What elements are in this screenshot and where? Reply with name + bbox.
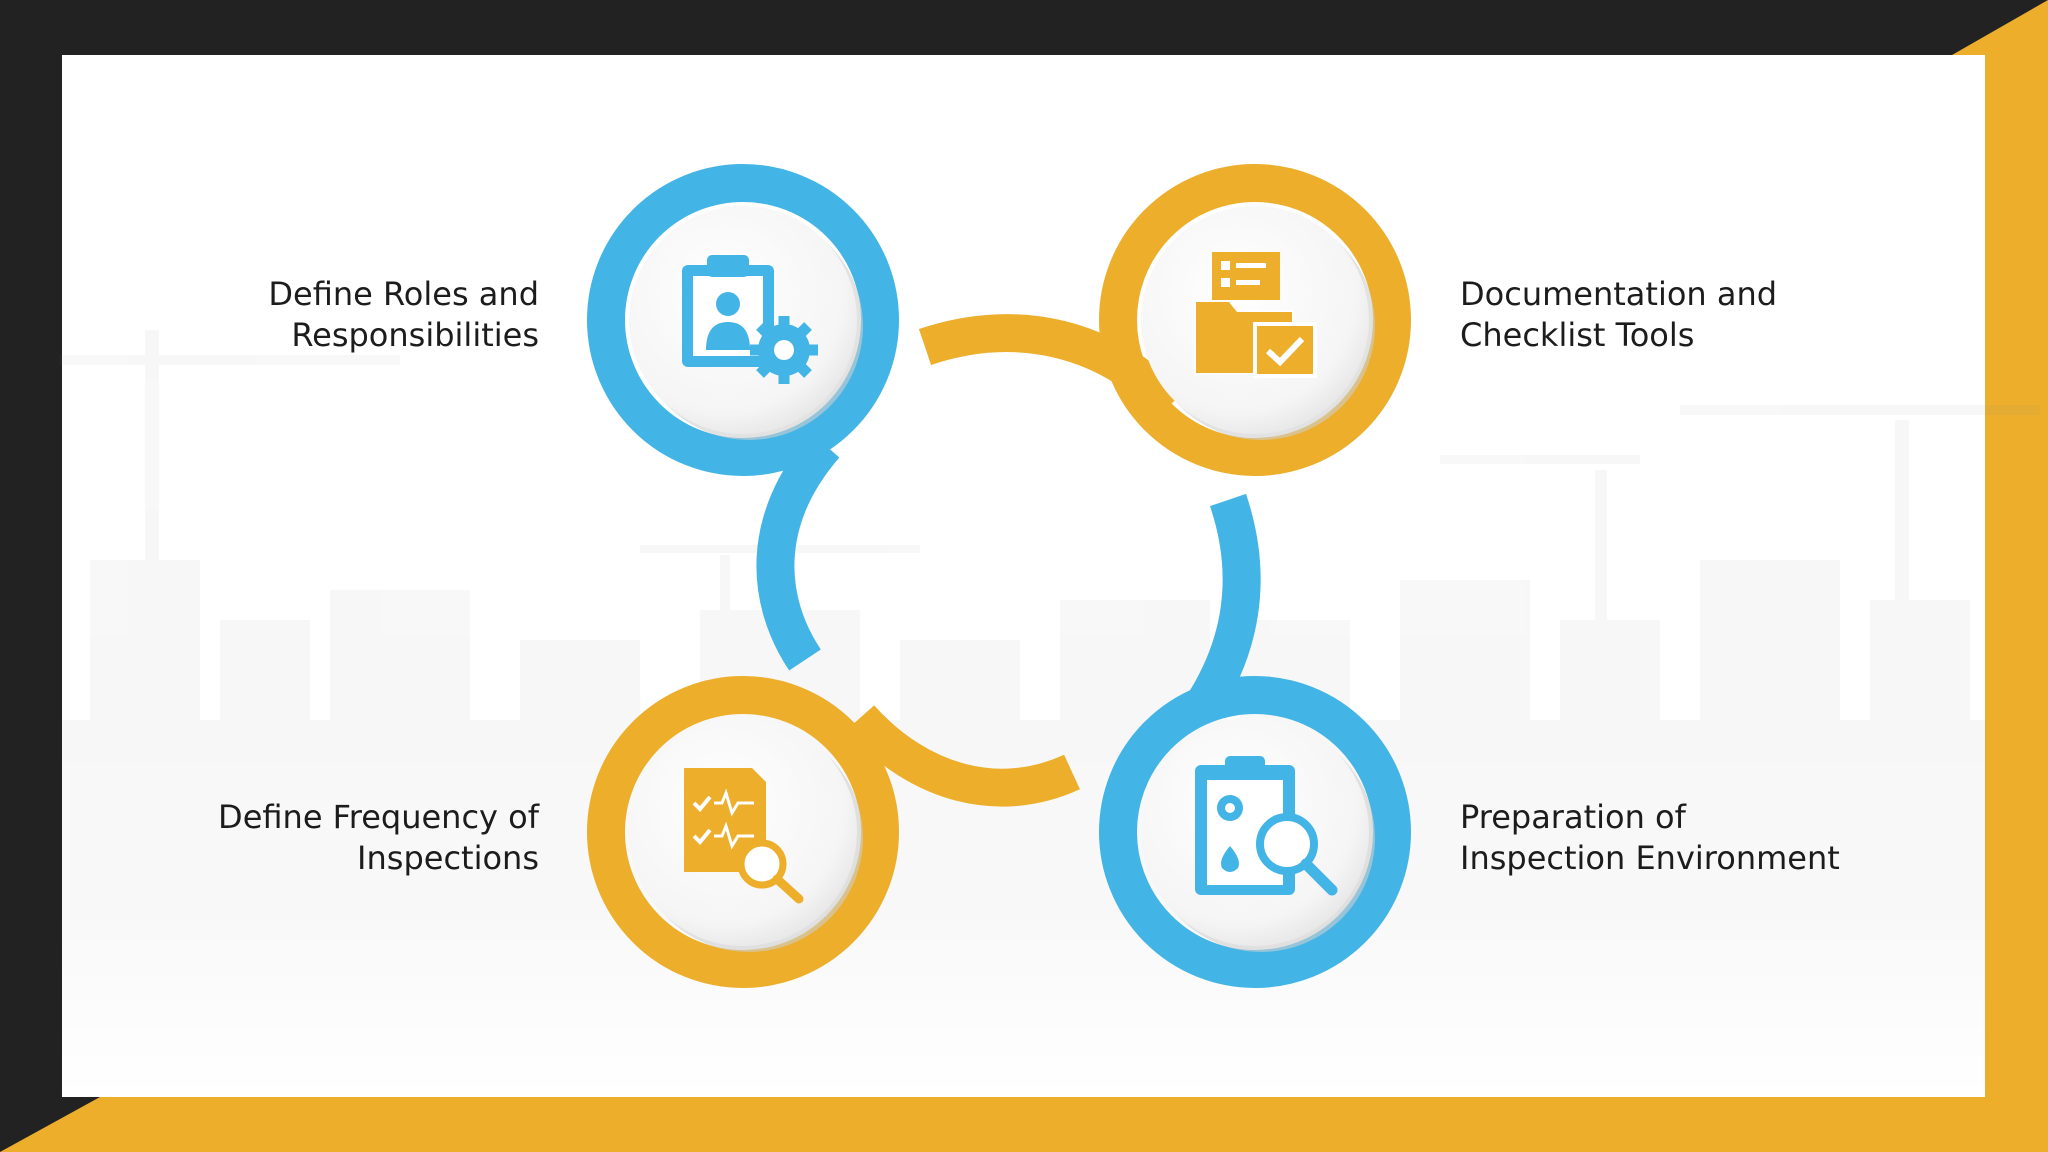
gold-band-bottom	[0, 1097, 2048, 1152]
step-frequency-line-1: Define Frequency of	[218, 798, 539, 836]
step-documentation-line-2: Checklist Tools	[1460, 316, 1695, 354]
step-roles-node	[587, 164, 899, 476]
step-preparation-line-1: Preparation of	[1460, 798, 1686, 836]
report-magnifier-icon	[684, 768, 804, 904]
step-roles-line-1: Define Roles and	[268, 275, 539, 313]
step-preparation-line-2: Inspection Environment	[1460, 839, 1840, 877]
skyline-fade	[62, 900, 1985, 1097]
connector-bottom-gold	[845, 705, 1080, 807]
step-preparation-label: Preparation of Inspection Environment	[1460, 797, 1840, 879]
connector-left-blue	[756, 432, 840, 671]
step-documentation-line-1: Documentation and	[1460, 275, 1778, 313]
gold-corner-top-right	[1952, 0, 2048, 1152]
clipboard-user-gear-icon	[682, 255, 818, 384]
step-roles-line-2: Responsibilities	[291, 316, 539, 354]
step-documentation-node	[1099, 164, 1411, 476]
step-roles-label: Define Roles and Responsibilities	[268, 274, 539, 356]
step-frequency-line-2: Inspections	[357, 839, 539, 877]
step-preparation-node	[1099, 676, 1411, 988]
step-frequency-label: Define Frequency of Inspections	[218, 797, 539, 879]
step-documentation-label: Documentation and Checklist Tools	[1460, 274, 1777, 356]
folder-checklist-icon	[1194, 252, 1317, 378]
clipboard-inspection-icon	[1195, 756, 1338, 896]
step-frequency-node	[587, 676, 899, 988]
